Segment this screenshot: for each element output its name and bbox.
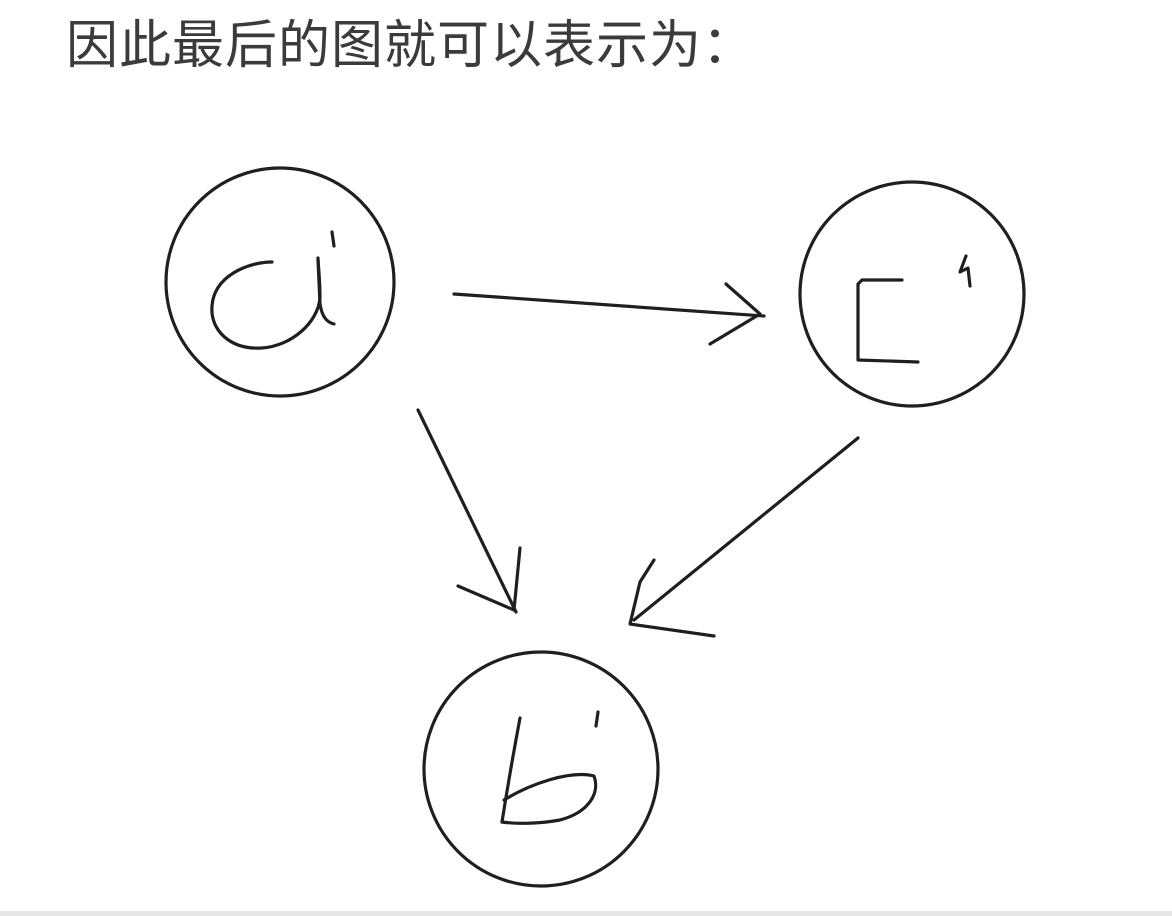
edge-c-to-b bbox=[628, 436, 860, 638]
caption-heading: 因此最后的图就可以表示为： bbox=[66, 16, 756, 76]
node-c bbox=[798, 180, 1026, 408]
edge-c-to-b-line bbox=[632, 436, 860, 622]
node-b bbox=[422, 650, 660, 888]
edge-a-to-b-arrowhead bbox=[456, 546, 522, 612]
node-b-label bbox=[500, 710, 600, 825]
edge-a-to-b bbox=[416, 408, 522, 614]
node-c-circle bbox=[798, 180, 1026, 408]
node-a-circle bbox=[164, 166, 396, 398]
node-c-label bbox=[856, 254, 972, 364]
bottom-divider bbox=[0, 911, 1172, 916]
node-a-label bbox=[210, 230, 336, 350]
node-b-circle bbox=[422, 650, 660, 888]
edge-a-to-c-arrowhead bbox=[708, 282, 762, 346]
edge-a-to-b-line bbox=[416, 408, 518, 614]
edge-a-to-c-line bbox=[452, 292, 766, 318]
edge-a-to-c bbox=[452, 282, 766, 346]
node-a bbox=[164, 166, 396, 398]
edge-c-to-b-arrowhead bbox=[628, 558, 716, 638]
